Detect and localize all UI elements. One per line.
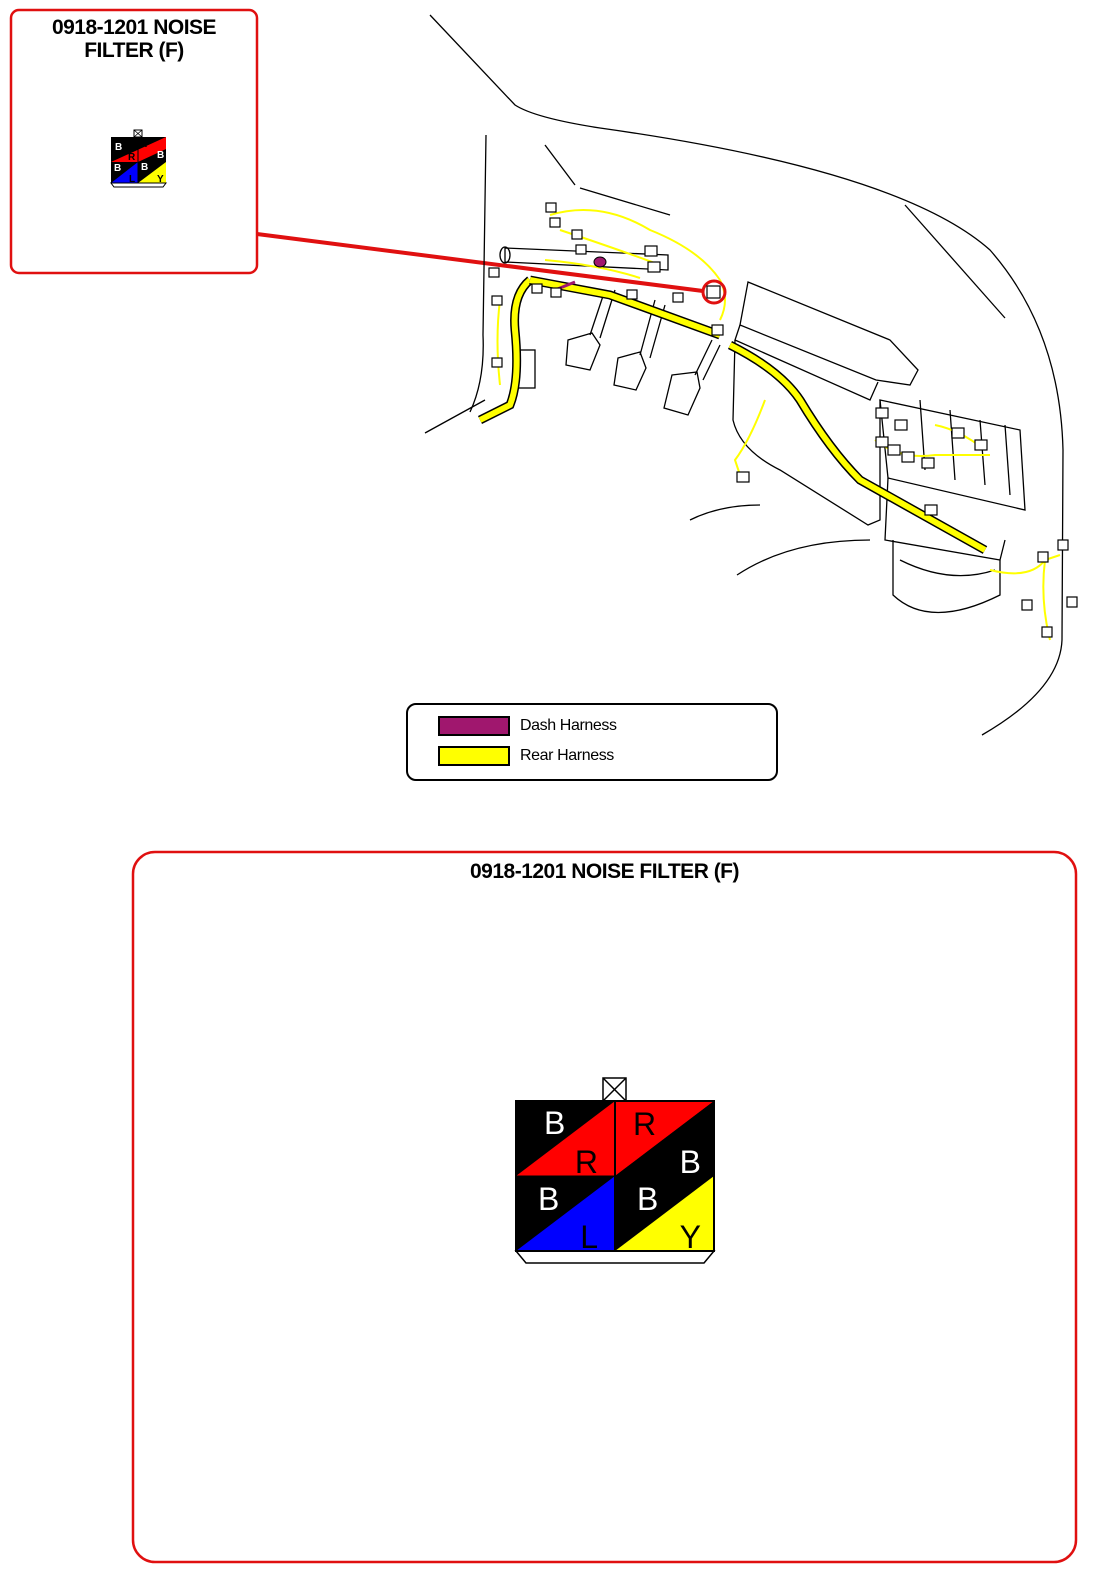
pin-3-upper-label: B (538, 1181, 559, 1217)
detail-box (131, 850, 1078, 1564)
callout-title-line2: FILTER (F) (84, 39, 184, 62)
callout-box (9, 8, 259, 275)
svg-text:Y: Y (157, 174, 164, 185)
pin-1-lower-label: R (575, 1144, 598, 1180)
pin-4-lower-label: Y (680, 1219, 701, 1255)
detail-title: 0918-1201 NOISE FILTER (F) (469, 860, 740, 883)
pin-2-upper-label: R (633, 1106, 656, 1142)
target-connector-marker (701, 279, 727, 305)
leader-line (256, 232, 704, 293)
svg-text:B: B (114, 163, 121, 174)
svg-text:B: B (141, 162, 148, 173)
legend: Dash Harness Rear Harness (406, 703, 778, 781)
svg-text:R: R (140, 139, 148, 150)
svg-text:R: R (128, 152, 136, 163)
vehicle-outline (424, 14, 1064, 736)
small-connectors (488, 202, 1078, 638)
pin-1-upper-label: B (544, 1105, 565, 1141)
svg-text:L: L (129, 174, 135, 185)
legend-label-dash: Dash Harness (520, 717, 617, 734)
pin-2-lower-half (615, 1101, 714, 1176)
pin-2-lower-label: B (680, 1144, 701, 1180)
callout-title: 0918-1201 NOISE FILTER (F) (12, 16, 256, 62)
legend-swatch-dash (438, 716, 510, 736)
pin-3-lower-half (516, 1176, 615, 1251)
rear-harness-wires (477, 209, 1061, 641)
pin-1-lower-half (516, 1101, 615, 1176)
callout-title-line1: 0918-1201 NOISE (51, 16, 217, 39)
pin-3-lower-label: L (580, 1219, 598, 1255)
pin-4-upper-label: B (637, 1181, 658, 1217)
callout-connector: B R R B B B L Y (110, 129, 167, 188)
svg-text:B: B (115, 142, 122, 153)
legend-item-rear: Rear Harness (438, 746, 614, 766)
svg-text:B: B (157, 150, 164, 161)
legend-item-dash: Dash Harness (438, 716, 617, 736)
legend-swatch-rear (438, 746, 510, 766)
dash-harness-clip (593, 256, 607, 268)
pin-4-lower-half (615, 1176, 714, 1251)
legend-label-rear: Rear Harness (520, 747, 614, 764)
